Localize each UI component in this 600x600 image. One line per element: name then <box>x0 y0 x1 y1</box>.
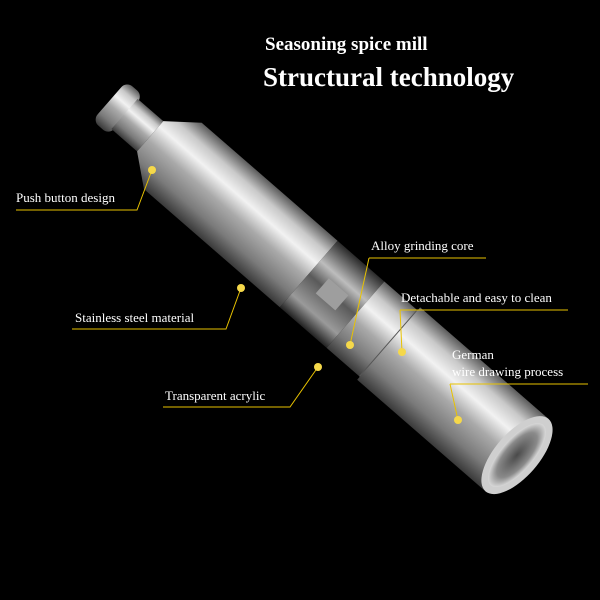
callout-alloy-core: Alloy grinding core <box>371 238 474 253</box>
dot-alloy <box>346 341 354 349</box>
dot-detach <box>398 348 406 356</box>
leader-steel <box>72 287 242 330</box>
dot-steel <box>237 284 245 292</box>
marker-dots <box>148 166 462 424</box>
heading-line-1: Seasoning spice mill <box>265 34 428 55</box>
leader-push <box>16 169 153 211</box>
dot-german <box>454 416 462 424</box>
button-neck <box>111 98 164 152</box>
heading-line-2: Structural technology <box>263 62 515 92</box>
lower-ring <box>326 281 418 377</box>
upper-tube <box>137 121 338 308</box>
callout-detachable: Detachable and easy to clean <box>401 290 552 305</box>
mill-body <box>95 84 553 495</box>
open-end-inner <box>488 423 546 488</box>
dot-push <box>148 166 156 174</box>
callout-acrylic: Transparent acrylic <box>165 388 266 403</box>
callout-german-line2: wire drawing process <box>452 364 564 379</box>
leader-german <box>449 383 459 421</box>
grinding-core <box>315 278 349 311</box>
leader-alloy <box>349 257 370 346</box>
dot-acrylic <box>314 363 322 371</box>
leader-detach <box>399 309 403 353</box>
push-button-cap <box>95 84 140 132</box>
leader-acrylic <box>163 366 319 408</box>
callout-push-button: Push button design <box>16 190 115 205</box>
callout-stainless: Stainless steel material <box>75 310 195 325</box>
leader-lines <box>16 169 588 421</box>
callout-german-line1: German <box>452 347 494 362</box>
